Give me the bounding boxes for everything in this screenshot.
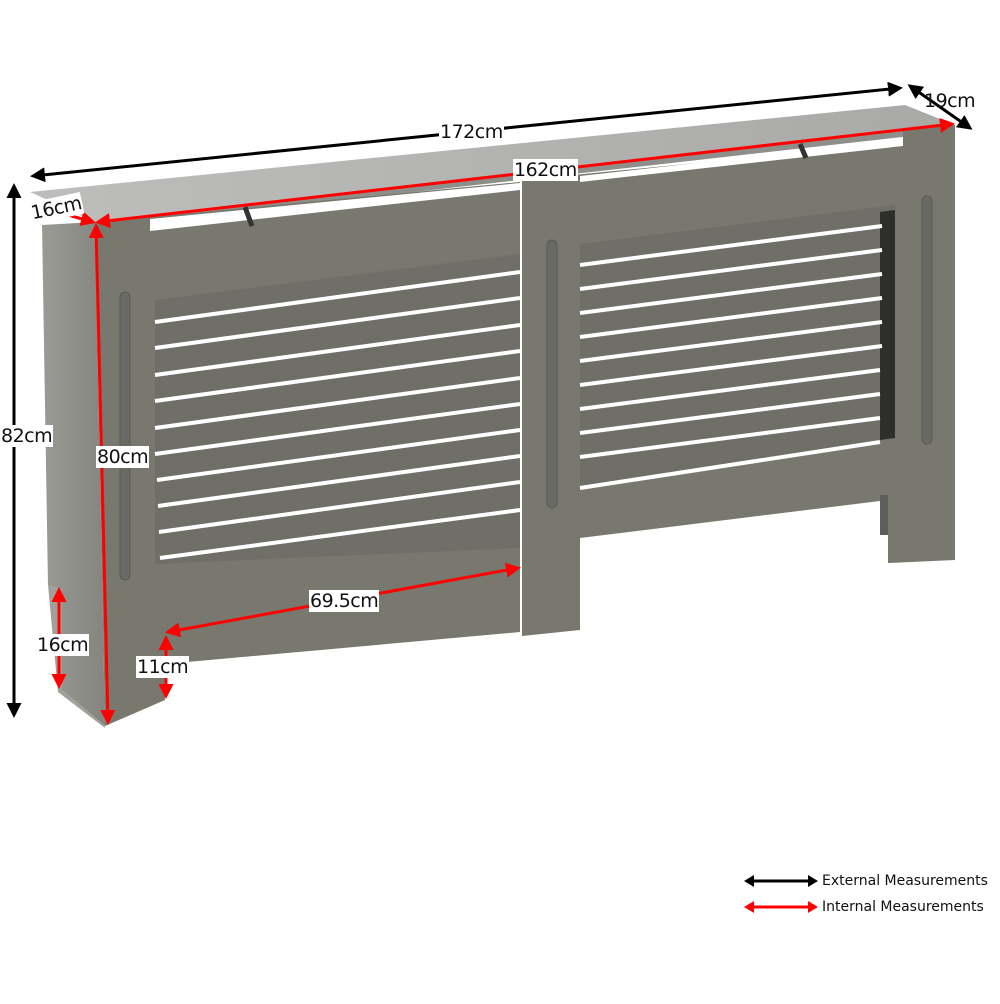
label-width-external: 172cm [439,121,504,143]
label-height-external: 82cm [0,425,54,447]
depth-arrow-external [907,84,973,130]
label-height-internal: 80cm [96,446,150,468]
legend-internal-label: Internal Measurements [822,899,984,915]
right-slats [579,224,883,490]
left-slats [154,270,521,560]
left-front-panel [95,182,521,726]
label-gap-height: 11cm [136,656,190,678]
right-front-panel [522,125,955,636]
label-width-internal: 162cm [513,159,578,181]
label-depth-external: 19cm [924,90,976,112]
legend-external-label: External Measurements [822,873,988,889]
black-double-arrow-icon [744,875,818,887]
label-gap-width: 69.5cm [309,590,380,612]
red-double-arrow-icon [744,901,818,913]
height-arrow-internal [88,223,116,725]
label-foot-height: 16cm [36,634,90,656]
legend-external: External Measurements [744,873,988,889]
legend-internal: Internal Measurements [744,899,984,915]
